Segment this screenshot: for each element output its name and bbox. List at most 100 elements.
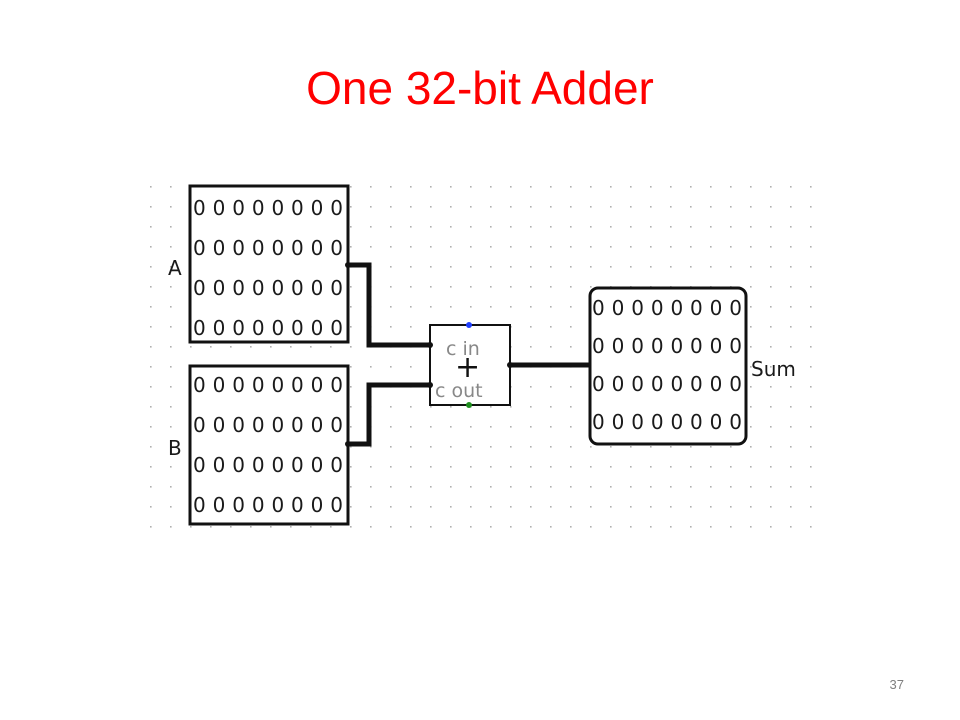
grid-dot	[790, 366, 792, 368]
grid-dot	[450, 466, 452, 468]
grid-dot	[490, 506, 492, 508]
grid-dot	[790, 206, 792, 208]
grid-dot	[570, 206, 572, 208]
grid-dot	[390, 466, 392, 468]
grid-dot	[350, 186, 352, 188]
grid-dot	[170, 346, 172, 348]
grid-dot	[210, 346, 212, 348]
grid-dot	[530, 466, 532, 468]
grid-dot	[170, 406, 172, 408]
grid-dot	[790, 466, 792, 468]
grid-dot	[170, 386, 172, 388]
grid-dot	[490, 186, 492, 188]
grid-dot	[470, 286, 472, 288]
grid-dot	[390, 286, 392, 288]
grid-dot	[550, 306, 552, 308]
grid-dot	[750, 246, 752, 248]
grid-dot	[410, 306, 412, 308]
grid-dot	[530, 206, 532, 208]
grid-dot	[710, 466, 712, 468]
grid-dot	[570, 266, 572, 268]
slide-title: One 32-bit Adder	[306, 62, 654, 114]
grid-dot	[210, 526, 212, 528]
grid-dot	[770, 386, 772, 388]
grid-dot	[530, 286, 532, 288]
grid-dot	[150, 346, 152, 348]
grid-dot	[510, 266, 512, 268]
grid-dot	[150, 526, 152, 528]
grid-dot	[730, 486, 732, 488]
grid-dot	[550, 406, 552, 408]
grid-dot	[350, 346, 352, 348]
grid-dot	[430, 226, 432, 228]
grid-dot	[390, 406, 392, 408]
grid-dot	[590, 526, 592, 528]
grid-dot	[770, 346, 772, 348]
wire-b-to-adder	[348, 382, 430, 447]
grid-dot	[350, 206, 352, 208]
grid-dot	[730, 446, 732, 448]
grid-dot	[810, 506, 812, 508]
register-a-label: A	[168, 256, 182, 280]
grid-dot	[470, 206, 472, 208]
grid-dot	[750, 466, 752, 468]
grid-dot	[490, 306, 492, 308]
grid-dot	[630, 226, 632, 228]
grid-dot	[570, 326, 572, 328]
grid-dot	[730, 246, 732, 248]
adder-input-a-pin	[427, 342, 433, 348]
grid-dot	[590, 286, 592, 288]
grid-dot	[790, 266, 792, 268]
adder-block: c in c out +	[427, 322, 513, 408]
grid-dot	[810, 466, 812, 468]
grid-dot	[530, 506, 532, 508]
grid-dot	[510, 466, 512, 468]
grid-dot	[370, 186, 372, 188]
grid-dot	[810, 526, 812, 528]
grid-dot	[390, 266, 392, 268]
grid-dot	[790, 226, 792, 228]
grid-dot	[350, 326, 352, 328]
grid-dot	[170, 526, 172, 528]
grid-dot	[430, 446, 432, 448]
grid-dot	[750, 386, 752, 388]
grid-dot	[770, 366, 772, 368]
grid-dot	[450, 526, 452, 528]
grid-dot	[390, 486, 392, 488]
grid-dot	[590, 266, 592, 268]
grid-dot	[530, 326, 532, 328]
carry-in-label: c in	[446, 338, 480, 360]
grid-dot	[690, 466, 692, 468]
grid-dot	[810, 426, 812, 428]
grid-dot	[390, 506, 392, 508]
grid-dot	[670, 466, 672, 468]
grid-dot	[490, 206, 492, 208]
grid-dot	[450, 426, 452, 428]
grid-dot	[570, 226, 572, 228]
grid-dot	[630, 446, 632, 448]
grid-dot	[430, 246, 432, 248]
grid-dot	[510, 306, 512, 308]
grid-dot	[410, 506, 412, 508]
grid-dot	[670, 266, 672, 268]
grid-dot	[570, 346, 572, 348]
grid-dot	[550, 526, 552, 528]
grid-dot	[430, 286, 432, 288]
grid-dot	[710, 226, 712, 228]
grid-dot	[170, 246, 172, 248]
grid-dot	[730, 226, 732, 228]
grid-dot	[630, 186, 632, 188]
grid-dot	[750, 486, 752, 488]
grid-dot	[170, 326, 172, 328]
grid-dot	[750, 426, 752, 428]
grid-dot	[150, 326, 152, 328]
grid-dot	[170, 306, 172, 308]
grid-dot	[170, 186, 172, 188]
grid-dot	[670, 186, 672, 188]
grid-dot	[810, 386, 812, 388]
grid-dot	[410, 406, 412, 408]
grid-dot	[150, 366, 152, 368]
grid-dot	[490, 286, 492, 288]
